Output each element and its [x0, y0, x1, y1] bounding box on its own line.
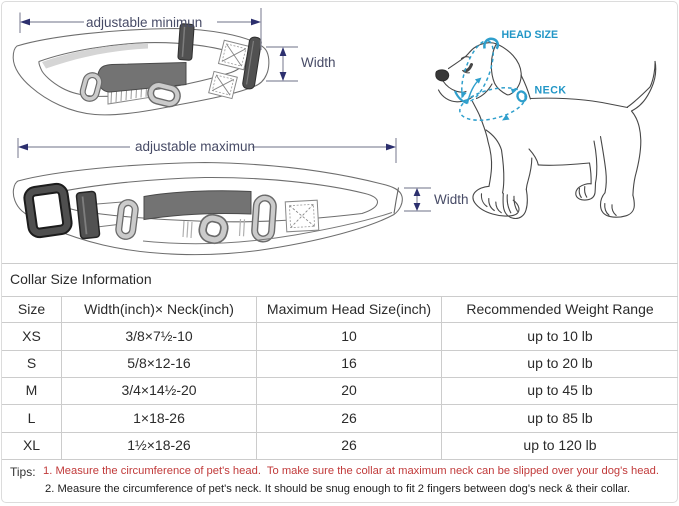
svg-text:NECK: NECK: [535, 85, 567, 97]
svg-text:Width: Width: [301, 55, 336, 70]
svg-text:adjustable maximun: adjustable maximun: [135, 139, 255, 154]
svg-text:HEAD SIZE: HEAD SIZE: [502, 29, 559, 41]
svg-text:Width: Width: [434, 192, 469, 207]
svg-text:adjustable minimun: adjustable minimun: [86, 15, 202, 30]
